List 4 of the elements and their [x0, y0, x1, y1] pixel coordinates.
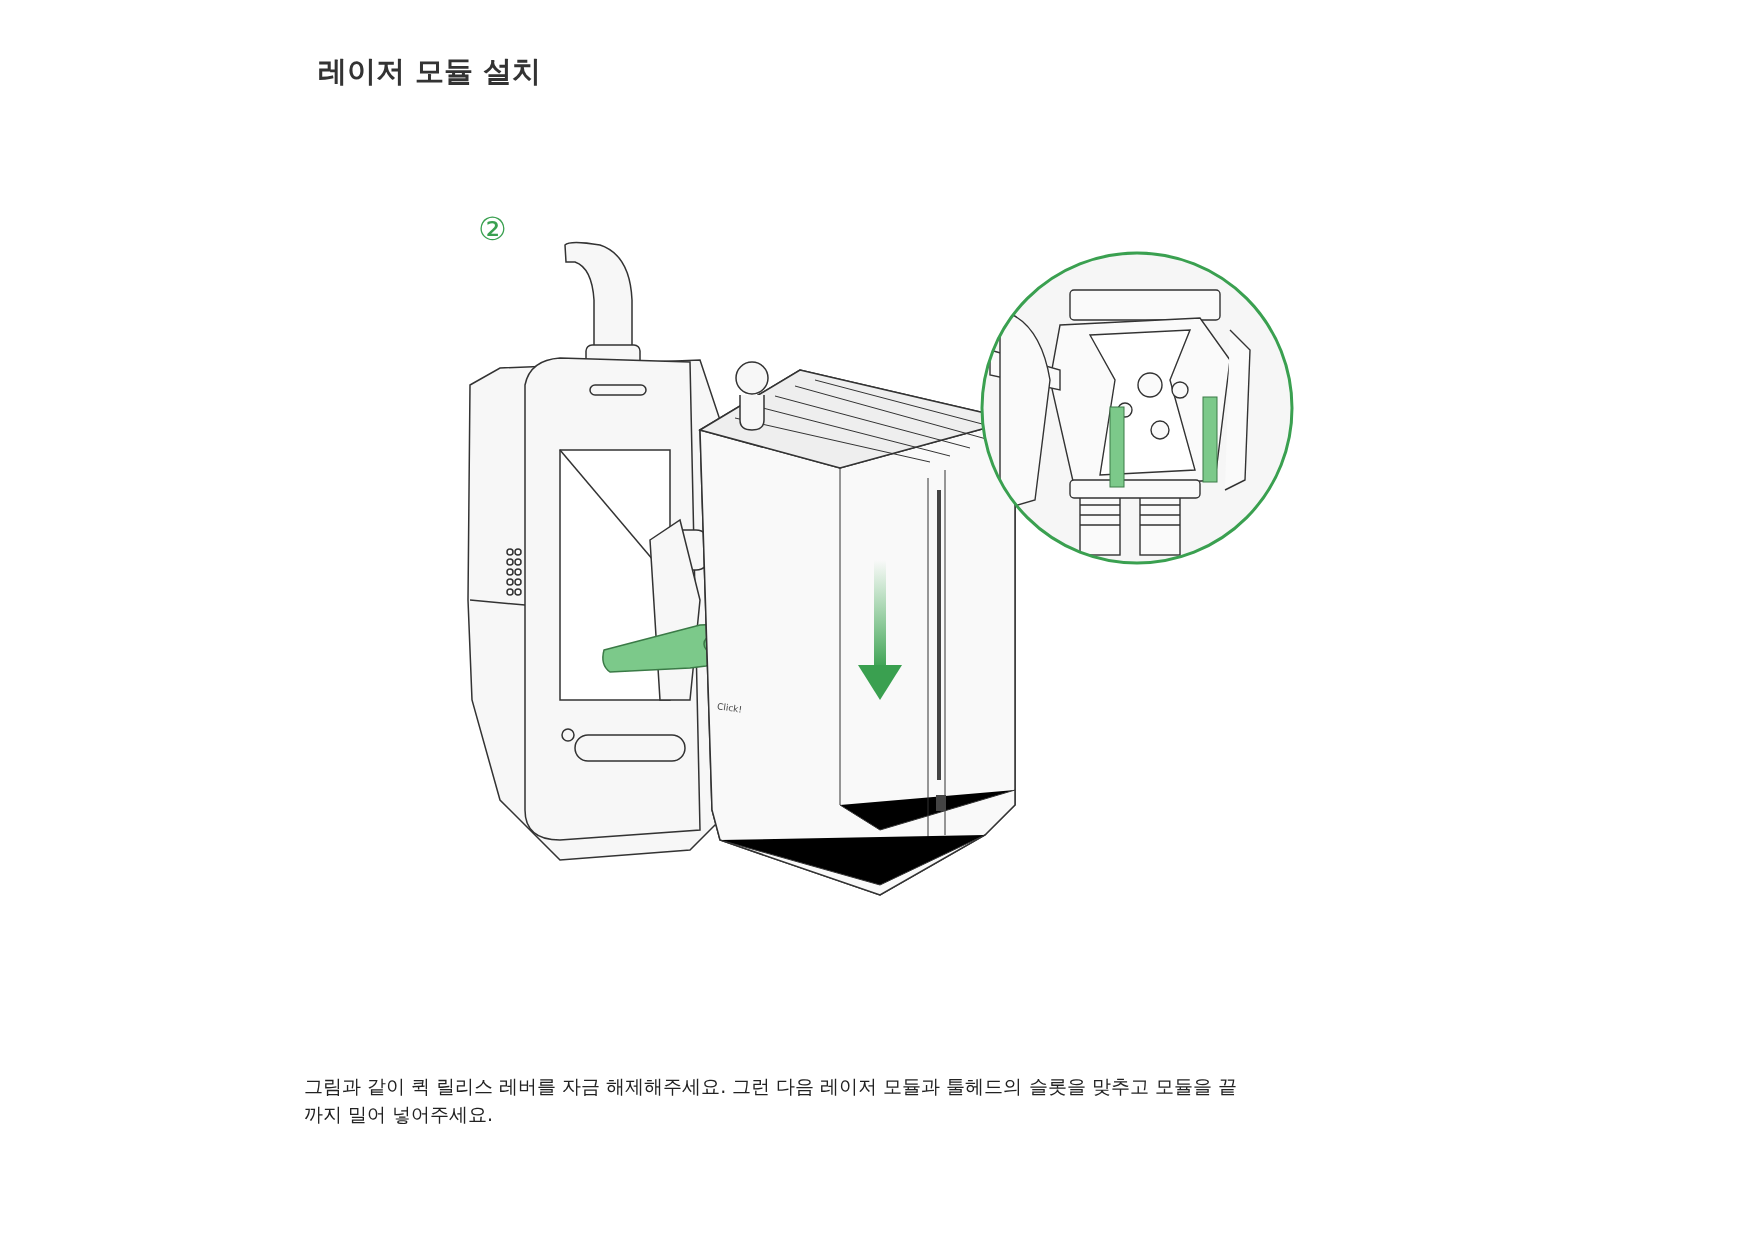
click-note: Click! — [716, 701, 743, 715]
step-number: ② — [478, 213, 507, 245]
instruction-paragraph: 그림과 같이 퀵 릴리스 레버를 자금 해제해주세요. 그런 다음 레이저 모듈과 툴헤드의 슬롯을 맞추고 모듈을 끝까지 밀어 넣어주세요. — [304, 1074, 1238, 1127]
page-title: 레이저 모듈 설치 — [318, 53, 542, 90]
